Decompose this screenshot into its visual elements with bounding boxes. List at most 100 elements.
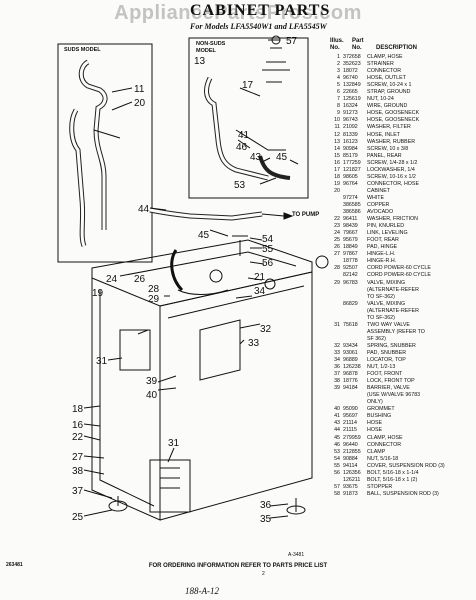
parts-illus-no: 45 <box>334 434 340 441</box>
callout-19: 19 <box>92 288 104 299</box>
parts-description: CORD POWER-60 CYCLE <box>367 272 431 279</box>
callout-31: 31 <box>168 438 180 449</box>
parts-row: ASSEMBLY (REFER TO <box>330 329 476 336</box>
parts-part-no: 125619 <box>343 96 361 103</box>
parts-row: TO SF-362) <box>330 294 476 301</box>
callout-57: 57 <box>286 36 298 47</box>
callout-33: 33 <box>248 338 260 349</box>
parts-description: CONNECTOR, HOSE <box>367 180 419 187</box>
parts-description: LOCK, FRONT TOP <box>367 378 415 385</box>
callout-37: 37 <box>72 486 84 497</box>
parts-illus-no: 58 <box>334 490 340 497</box>
parts-illus-no: 54 <box>334 455 340 462</box>
parts-description: WIRE, GROUND <box>367 103 408 110</box>
page-subtitle: For Models LFA5540W1 and LFA5545W <box>190 22 327 31</box>
ordering-footer: FOR ORDERING INFORMATION REFER TO PARTS … <box>148 563 328 569</box>
parts-part-no: 21092 <box>343 124 358 131</box>
parts-illus-no: 2 <box>337 61 340 68</box>
parts-part-no: 21115 <box>343 427 357 434</box>
parts-illus-no: 22 <box>334 216 340 223</box>
parts-illus-no: 36 <box>334 364 340 371</box>
parts-part-no: 94184 <box>343 385 358 392</box>
parts-illus-no: 34 <box>334 357 340 364</box>
parts-description: TO SF-362) <box>367 293 395 300</box>
parts-part-no: 97274 <box>343 194 358 201</box>
parts-part-no: 22665 <box>343 89 358 96</box>
parts-illus-no: 56 <box>334 469 340 476</box>
parts-part-no: 18778 <box>343 258 358 265</box>
callout-17: 17 <box>242 80 254 91</box>
parts-part-no: 96440 <box>343 441 358 448</box>
callout-41: 41 <box>238 130 250 141</box>
parts-description: (ALTERNATE-REFER <box>367 307 419 314</box>
callout-22: 22 <box>72 432 84 443</box>
parts-part-no: 82142 <box>343 272 358 279</box>
parts-illus-no: 43 <box>334 420 340 427</box>
callout-29: 29 <box>148 294 160 305</box>
parts-part-no: 95697 <box>343 413 358 420</box>
suds-model-box <box>57 43 153 263</box>
parts-description: FOOT, FRONT <box>367 371 403 378</box>
parts-row: SF 362) <box>330 336 476 343</box>
parts-part-no: 18776 <box>343 378 358 385</box>
parts-row: 82142 CORD POWER-60 CYCLE <box>330 272 476 279</box>
parts-illus-no: 20 <box>334 187 340 194</box>
parts-description: SPRING, SNUBBER <box>367 342 416 349</box>
header-part: Part <box>352 38 364 44</box>
parts-description: FOOT, REAR <box>367 237 399 244</box>
parts-illus-no: 6 <box>337 89 340 96</box>
callout-38: 38 <box>72 466 84 477</box>
watermark: AppliancePartsPros.com <box>114 2 362 24</box>
callout-18: 18 <box>72 404 84 415</box>
parts-part-no: 85179 <box>343 152 358 159</box>
parts-description: (USE W/VALVE 96783 <box>367 392 421 399</box>
callout-43: 43 <box>250 152 262 163</box>
callout-26: 26 <box>134 274 146 285</box>
parts-description: SCREW, 1/4-28 x 1/2 <box>367 159 418 166</box>
parts-illus-no: 32 <box>334 342 340 349</box>
parts-part-no: 372658 <box>343 54 361 60</box>
parts-part-no: 98439 <box>343 223 358 230</box>
parts-illus-no: 13 <box>334 138 340 145</box>
parts-illus-no: 29 <box>334 279 340 286</box>
parts-illus-no: 57 <box>334 483 340 490</box>
parts-part-no: 98605 <box>343 173 358 180</box>
parts-description: SCREW, 10-24 x 1 <box>367 82 412 89</box>
parts-part-no: 96740 <box>343 75 358 82</box>
parts-part-no: 75618 <box>343 321 358 328</box>
parts-description: CONNECTOR <box>367 441 402 448</box>
parts-part-no: 18849 <box>343 244 358 251</box>
parts-description: AVOCADO <box>367 209 394 216</box>
parts-part-no: 16123 <box>343 138 358 145</box>
parts-part-no: 126211 <box>343 476 361 483</box>
callout-53: 53 <box>234 180 246 191</box>
callout-25: 25 <box>72 512 84 523</box>
parts-illus-no: 17 <box>334 166 340 173</box>
to-pump-label: TO PUMP <box>292 212 320 218</box>
parts-description: CLAMP <box>367 448 386 455</box>
parts-part-no: 132849 <box>343 82 361 89</box>
